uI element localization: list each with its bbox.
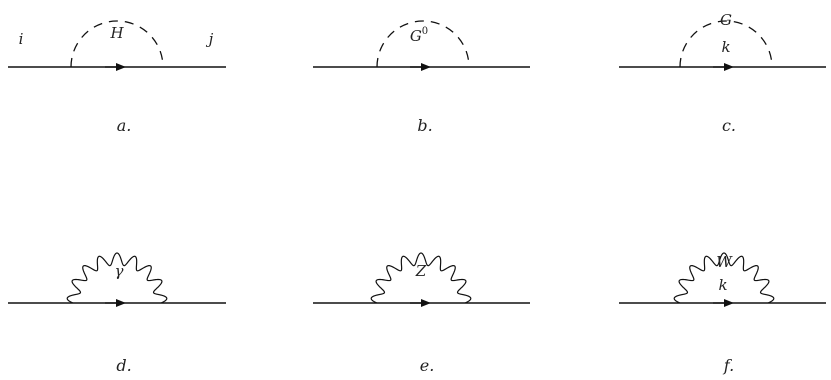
boson-label-e: Z [415,262,427,280]
scalar-loop-a [70,20,164,68]
diagram-a: H i j a. [8,20,226,135]
boson-label-b: G0 [410,26,428,45]
caption-f: f. [723,356,734,375]
internal-index-label-c: k [721,38,730,56]
diagram-d: γ d. [8,252,226,375]
diagram-b: G0 b. [313,20,530,135]
right-leg-label-a: j [206,30,214,48]
caption-c: c. [722,116,736,135]
left-leg-label-a: i [19,30,24,48]
internal-index-label-f: k [718,276,727,294]
w-boson-loop-f [673,252,775,304]
boson-label-a: H [109,24,124,42]
caption-e: e. [420,356,435,375]
diagram-e: Z e. [313,252,530,375]
diagram-f: W k f. [619,252,826,375]
scalar-loop-b [376,20,470,68]
boson-label-f: W [716,253,733,271]
diagram-c: G k c. [619,11,826,135]
boson-label-d: γ [115,262,124,280]
caption-b: b. [417,116,432,135]
boson-label-c: G [720,11,732,29]
caption-d: d. [116,356,131,375]
z-boson-loop-e [370,252,472,304]
caption-a: a. [117,116,132,135]
photon-loop-d [66,252,168,304]
scalar-loop-c [679,20,773,68]
